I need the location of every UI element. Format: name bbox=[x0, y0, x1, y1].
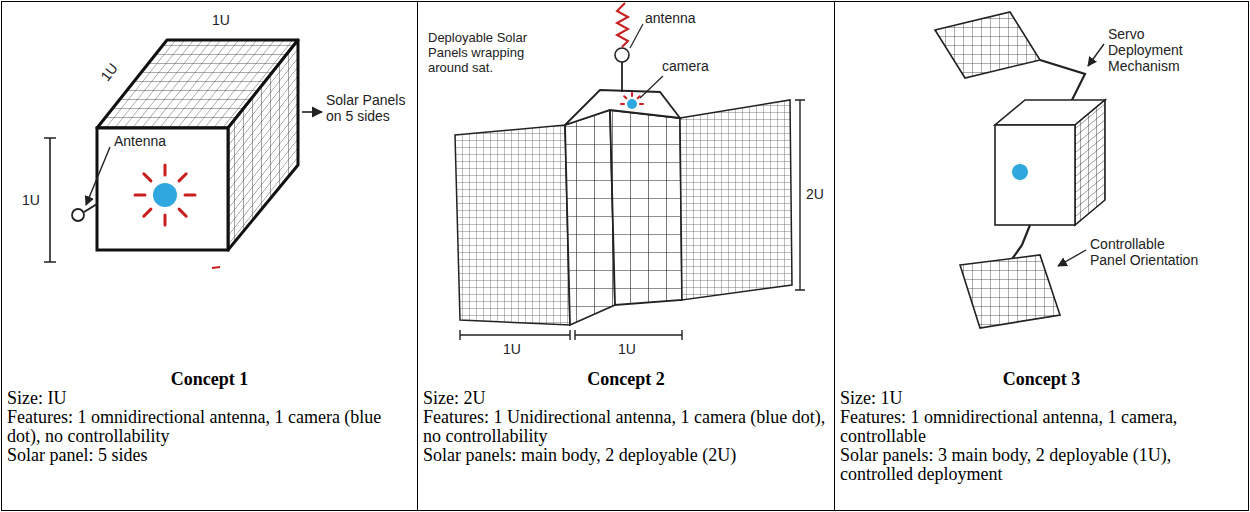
concept-cell: Concept 2Size: 2UFeatures: 1 Unidirectio… bbox=[417, 1, 835, 511]
annotation-label: Servo Deployment Mechanism bbox=[1108, 26, 1220, 74]
antenna-stick bbox=[621, 62, 623, 92]
dimension-label: 1U bbox=[618, 341, 648, 357]
concept-text: Concept 2Size: 2UFeatures: 1 Unidirectio… bbox=[418, 370, 834, 465]
dimension-bracket bbox=[460, 330, 570, 340]
cube-front-face bbox=[995, 125, 1075, 225]
solar-panel-face bbox=[228, 40, 298, 250]
concept-cell: Concept 1Size: IUFeatures: 1 omnidirecti… bbox=[1, 1, 418, 511]
antenna-loop bbox=[72, 209, 84, 221]
annotation-label: Controllable Panel Orientation bbox=[1090, 236, 1202, 268]
leader-arrow bbox=[302, 111, 322, 113]
antenna-stick bbox=[84, 204, 97, 212]
dimension-label: 1U bbox=[97, 60, 121, 84]
camera-dot bbox=[627, 99, 637, 109]
deployable-panel bbox=[960, 255, 1060, 328]
annotation-label: camera bbox=[662, 58, 732, 74]
concept-heading: Concept 2 bbox=[418, 370, 834, 389]
concept-text: Concept 3Size: 1UFeatures: 1 omnidirecti… bbox=[835, 370, 1248, 484]
annotation-label: Solar Panels on 5 sides bbox=[326, 92, 412, 124]
camera-dot bbox=[153, 183, 177, 207]
signal-zigzag bbox=[617, 3, 628, 47]
leader-line bbox=[640, 76, 663, 98]
deployable-panel bbox=[935, 12, 1040, 78]
body-top bbox=[565, 90, 680, 125]
camera-rays bbox=[621, 93, 643, 104]
dimension-label: 1U bbox=[22, 192, 52, 208]
body-panel bbox=[565, 110, 615, 325]
annotation-label: Deployable Solar Panels wrapping around … bbox=[428, 30, 540, 75]
dimension-label: 1U bbox=[503, 341, 533, 357]
leader-arrow bbox=[1058, 250, 1086, 266]
concept-spec: Size: IU bbox=[2, 389, 417, 408]
annotation-label: Antenna bbox=[114, 133, 184, 149]
deployable-panel bbox=[680, 100, 792, 300]
concept-spec: Features: 1 Unidirectional antenna, 1 ca… bbox=[418, 408, 834, 446]
annotation-label: antenna bbox=[645, 10, 715, 26]
dimension-label: 2U bbox=[806, 186, 832, 202]
concept-spec: Size: 1U bbox=[835, 389, 1248, 408]
dimension-label: 1U bbox=[212, 12, 242, 28]
concept-text: Concept 1Size: IUFeatures: 1 omnidirecti… bbox=[2, 370, 417, 465]
camera-rays bbox=[135, 165, 195, 225]
body-panel bbox=[610, 110, 682, 305]
dimension-bracket bbox=[44, 138, 56, 262]
antenna-head bbox=[615, 48, 629, 62]
concept-spec: Solar panels: main body, 2 deployable (2… bbox=[418, 446, 834, 465]
leader-line bbox=[630, 24, 643, 48]
deployable-panel bbox=[455, 125, 570, 325]
camera-dot bbox=[1012, 164, 1028, 180]
concept-spec: Solar panel: 5 sides bbox=[2, 446, 417, 465]
leader-arrow bbox=[86, 147, 110, 205]
servo-arm bbox=[1040, 60, 1085, 104]
cube-front-face bbox=[97, 128, 228, 250]
solar-panel-face bbox=[1075, 100, 1105, 225]
concept-heading: Concept 1 bbox=[2, 370, 417, 389]
dimension-bracket bbox=[575, 330, 682, 340]
leader-arrow bbox=[1088, 44, 1104, 66]
concept-spec: Size: 2U bbox=[418, 389, 834, 408]
concept-spec: Solar panels: 3 main body, 2 deployable … bbox=[835, 446, 1248, 484]
red-mark bbox=[212, 267, 220, 268]
concept-spec: Features: 1 omnidirectional antenna, 1 c… bbox=[2, 408, 417, 446]
concept-spec: Features: 1 omnidirectional antenna, 1 c… bbox=[835, 408, 1248, 446]
dimension-bracket bbox=[795, 100, 805, 290]
concept-heading: Concept 3 bbox=[835, 370, 1248, 389]
